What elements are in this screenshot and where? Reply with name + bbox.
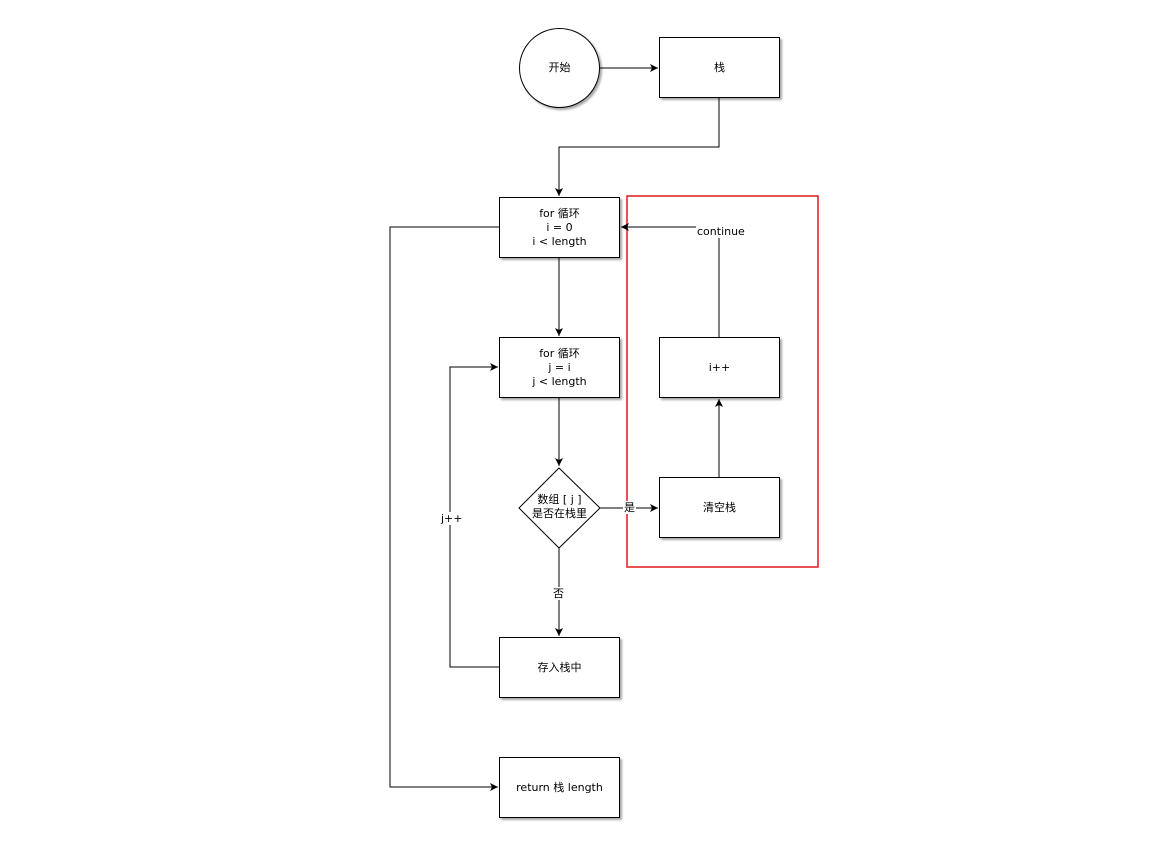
return-label: return 栈 length [516,780,603,794]
clear-label: 清空栈 [703,500,736,514]
loop-i-line-1: for 循环 [539,206,580,220]
edge-label-continue: continue [696,225,746,238]
return-node: return 栈 length [499,757,620,818]
loop-i-line-2: i = 0 [546,220,573,234]
loop-i-node: for 循环 i = 0 i < length [499,197,620,258]
start-label: 开始 [548,61,571,74]
decision-text: 数组 [ j ] 是否在栈里 [519,493,600,521]
push-node: 存入栈中 [499,637,620,698]
edge-increment-i-to-loop-i [621,223,720,337]
edge-label-yes: 是 [623,501,636,514]
start-node: 开始 [519,28,600,108]
highlight-frame [626,195,819,568]
decision-line-1: 数组 [ j ] [537,493,582,506]
loop-i-line-3: i < length [532,234,587,248]
loop-j-line-2: j = i [548,360,571,374]
loop-j-node: for 循环 j = i j < length [499,337,620,398]
edge-label-no: 否 [552,587,565,600]
edge-stack-to-loop-i [555,98,720,196]
edge-label-j-increment: j++ [440,512,464,525]
clear-node: 清空栈 [659,477,780,538]
stack-label: 栈 [714,60,725,74]
decision-diamond [518,467,601,549]
loop-j-line-3: j < length [532,374,587,388]
increment-i-node: i++ [659,337,780,398]
decision-line-2: 是否在栈里 [532,507,587,520]
stack-node: 栈 [659,37,780,98]
push-label: 存入栈中 [537,660,582,674]
edge-loop-i-to-return [389,226,499,791]
loop-j-line-1: for 循环 [539,346,580,360]
increment-i-label: i++ [708,360,731,374]
